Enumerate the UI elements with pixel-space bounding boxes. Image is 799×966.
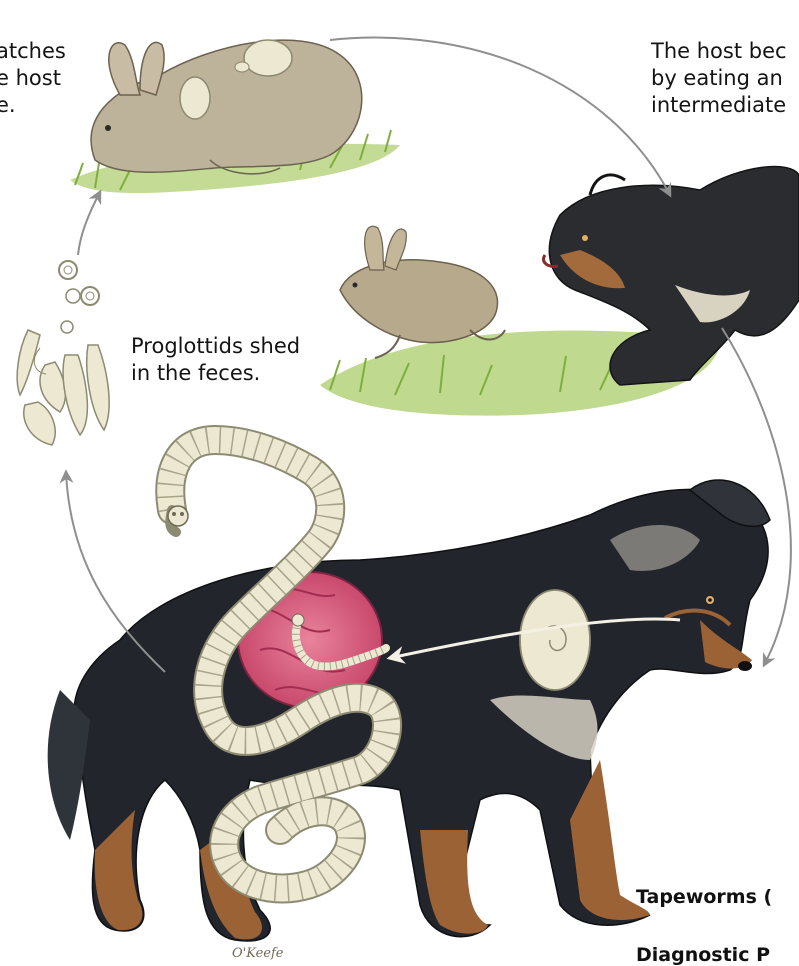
running-rabbit [340, 226, 505, 358]
label-line: Proglottids shed [131, 333, 300, 360]
label-line: e. [0, 92, 66, 119]
label-line: The host bec [651, 38, 787, 65]
rabbit-eating-grass [91, 40, 362, 174]
section-heading-diagnostic: Diagnostic P [636, 944, 770, 966]
arrow-rabbit-to-dog [330, 38, 670, 195]
eggs-and-proglottids [17, 261, 109, 445]
label-top-right: The host bec by eating an intermediate [651, 38, 787, 119]
section-heading-tapeworms: Tapeworms ( [636, 886, 772, 908]
arrow-feces-to-rabbit [78, 192, 100, 255]
label-proglottids: Proglottids shed in the feces. [131, 333, 300, 387]
label-line: by eating an [651, 65, 787, 92]
label-line: intermediate [651, 92, 787, 119]
artist-signature: O'Keefe [232, 946, 284, 961]
infected-dog [48, 480, 770, 941]
label-line: e host [0, 65, 66, 92]
label-line: atches [0, 38, 66, 65]
ingested-cyst [520, 590, 590, 690]
label-line: in the feces. [131, 360, 300, 387]
label-top-left: atches e host e. [0, 38, 66, 119]
